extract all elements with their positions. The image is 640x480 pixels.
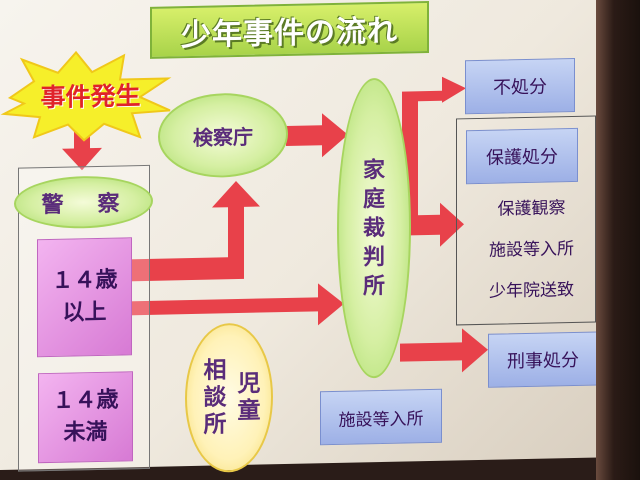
flow-arrows: [62, 76, 488, 373]
page-title: 少年事件の流れ: [150, 1, 429, 59]
no-disposition-node: 不処分: [465, 57, 575, 115]
arrow-court-to-criminal: [400, 328, 488, 373]
child-guidance-col-2: 相談所: [199, 357, 225, 439]
family-court-char-3: 裁: [363, 215, 386, 241]
child-guidance-col-1: 児童: [233, 370, 259, 425]
list-item: 少年院送致: [489, 279, 574, 302]
incident-label: 事件発生: [40, 81, 141, 113]
arrow-court-to-no-disposition: [402, 76, 466, 218]
family-court-char-2: 庭: [363, 186, 386, 212]
criminal-disposition-node: 刑事処分: [488, 331, 598, 388]
projection-screen: 少年事件の流れ 事件発生 警 察 １４歳 以上 １４歳 未満 検察庁 家 庭 裁…: [0, 0, 598, 474]
age-over-14-line1: １４歳: [51, 267, 118, 294]
age-over-14-box: １４歳 以上: [37, 237, 132, 358]
list-item: 保護観察: [497, 198, 566, 220]
screen-edge-shadow: [596, 0, 640, 480]
arrow-court-to-protective: [404, 202, 464, 247]
family-court-node: 家 庭 裁 判 所: [337, 77, 411, 379]
facility-admission-node: 施設等入所: [320, 388, 442, 446]
age-under-14-box: １４歳 未満: [38, 371, 133, 464]
arrow-incident-to-police: [62, 124, 102, 171]
age-under-14-line2: 未満: [63, 419, 108, 446]
arrow-prosecutor-to-court: [286, 113, 348, 158]
child-guidance-label: 児童 相談所: [195, 356, 263, 439]
family-court-char-5: 所: [363, 273, 386, 299]
family-court-char-4: 判: [363, 244, 386, 270]
age-over-14-line2: 以上: [62, 299, 107, 326]
list-item: 施設等入所: [489, 238, 574, 261]
family-court-char-1: 家: [363, 157, 386, 183]
arrow-over14-to-court: [128, 283, 344, 326]
arrow-over14-to-prosecutor: [128, 181, 260, 282]
age-under-14-line1: １４歳: [52, 387, 119, 414]
protective-disposition-list: 保護観察 施設等入所 少年院送致: [474, 188, 589, 313]
protective-disposition-node: 保護処分: [466, 127, 578, 185]
